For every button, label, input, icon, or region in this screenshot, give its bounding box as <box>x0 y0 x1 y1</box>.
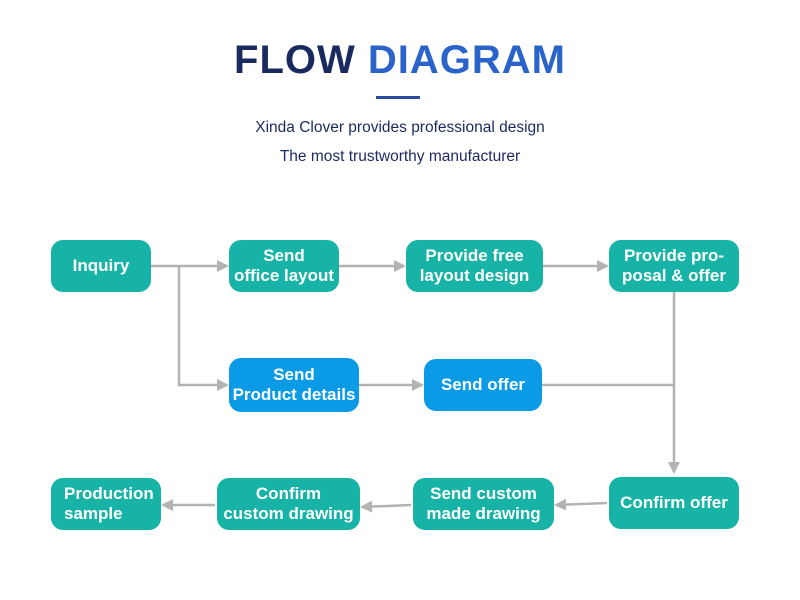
node-label-line: Product details <box>232 385 356 404</box>
subtitle-line-2: The most trustworthy manufacturer <box>279 148 521 165</box>
title-underline <box>376 96 420 99</box>
node-label-line: sample <box>64 504 123 523</box>
diagram-title: FLOW DIAGRAM <box>0 36 800 84</box>
node-label-line: posal & offer <box>622 266 726 285</box>
title-word-flow: FLOW <box>234 38 356 82</box>
node-label-line: custom drawing <box>223 504 354 523</box>
node-label-line: Provide pro- <box>623 246 725 265</box>
node-label-line: layout design <box>419 266 530 285</box>
node-label-line: Send custom <box>430 484 537 503</box>
arrow-inquiry-to-product-details <box>177 266 229 391</box>
node-label-line: Inquiry <box>72 256 130 275</box>
node-label-line: Send <box>273 365 315 384</box>
arrow-confirm-offer-to-custom-drawing <box>554 498 608 511</box>
arrow-custom-drawing-to-confirm-drawing <box>360 500 412 513</box>
node-confirm-offer: Confirm offer <box>609 477 739 529</box>
title-word-diagram: DIAGRAM <box>367 38 566 82</box>
node-label-line: Production <box>64 484 154 503</box>
node-label-line: Confirm <box>255 484 322 503</box>
node-send-offer: Send offer <box>424 359 542 411</box>
node-provide-proposal-offer: Provide pro-posal & offer <box>609 240 739 292</box>
node-label-line: Send offer <box>440 375 526 394</box>
node-inquiry: Inquiry <box>51 240 151 292</box>
subtitle-line-1: Xinda Clover provides professional desig… <box>255 119 545 136</box>
node-label-line: made drawing <box>426 504 541 523</box>
node-label-line: office layout <box>233 266 335 285</box>
node-label-line: Provide free <box>425 246 524 265</box>
node-label-line: Confirm offer <box>620 493 728 512</box>
node-label-line: Send <box>263 246 305 265</box>
